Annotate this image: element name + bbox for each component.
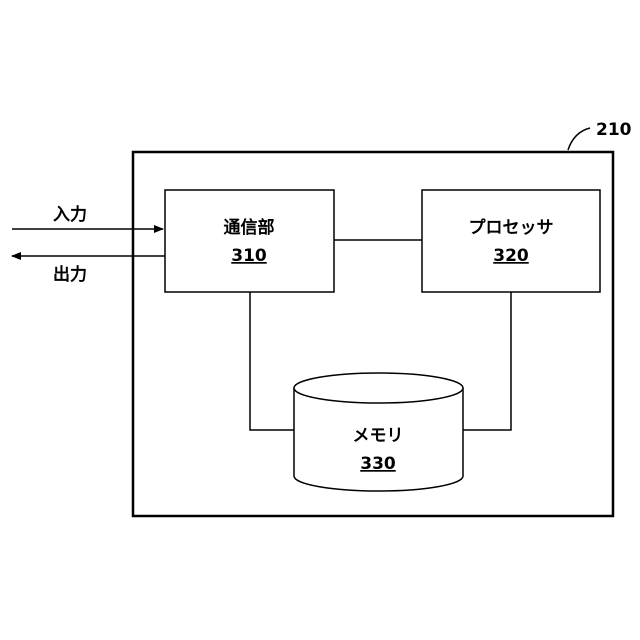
memory-number: 330: [360, 454, 396, 474]
processor-memory-connector: [463, 292, 511, 430]
comm-unit-number: 310: [231, 246, 267, 266]
processor-box: [422, 190, 600, 292]
processor-label: プロセッサ: [469, 217, 554, 238]
input-label: 入力: [53, 204, 87, 225]
output-label: 出力: [53, 264, 87, 285]
memory-cylinder-top: [294, 373, 463, 403]
device-leader-line: [568, 128, 590, 150]
comm-unit-box: [165, 190, 334, 292]
comm-memory-connector: [250, 292, 294, 430]
comm-unit-label: 通信部: [224, 217, 275, 238]
device-ref-number: 210: [596, 120, 632, 140]
memory-label: メモリ: [353, 426, 404, 446]
processor-number: 320: [493, 246, 529, 266]
